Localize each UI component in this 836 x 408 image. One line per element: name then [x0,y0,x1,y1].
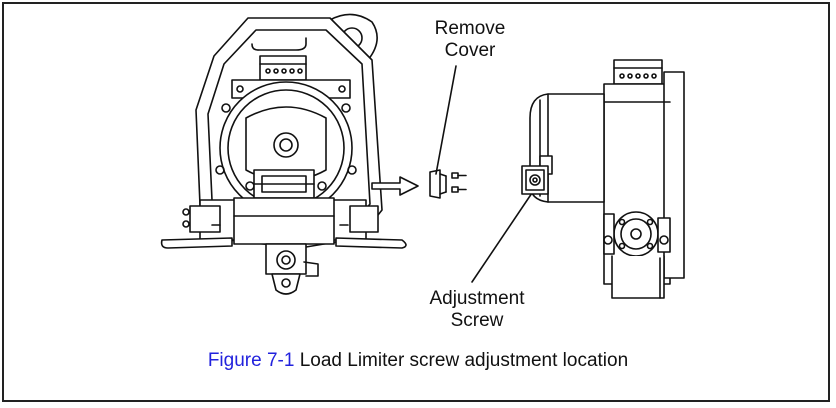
figure-caption: Figure 7-1 Load Limiter screw adjustment… [0,350,836,372]
adjustment-screw-label-line1: Adjustment [429,288,525,309]
adjustment-screw-label: Adjustment Screw [422,288,532,332]
direction-arrow [371,176,419,196]
removable-cover [429,169,447,199]
adjustment-screw-label-line2: Screw [450,310,504,331]
caption-text: Load Limiter screw adjustment location [294,350,629,371]
figure-frame [2,2,830,402]
remove-cover-label: Remove Cover [426,18,514,62]
remove-cover-leader [435,65,457,175]
side-view-assembly [521,59,685,299]
front-view-assembly [160,13,407,295]
cover-bolts [451,172,467,193]
adjustment-screw-leader [471,189,535,283]
figure-number: Figure 7-1 [207,350,295,371]
remove-cover-label-line1: Remove [434,18,506,39]
remove-cover-label-line2: Cover [444,40,496,61]
